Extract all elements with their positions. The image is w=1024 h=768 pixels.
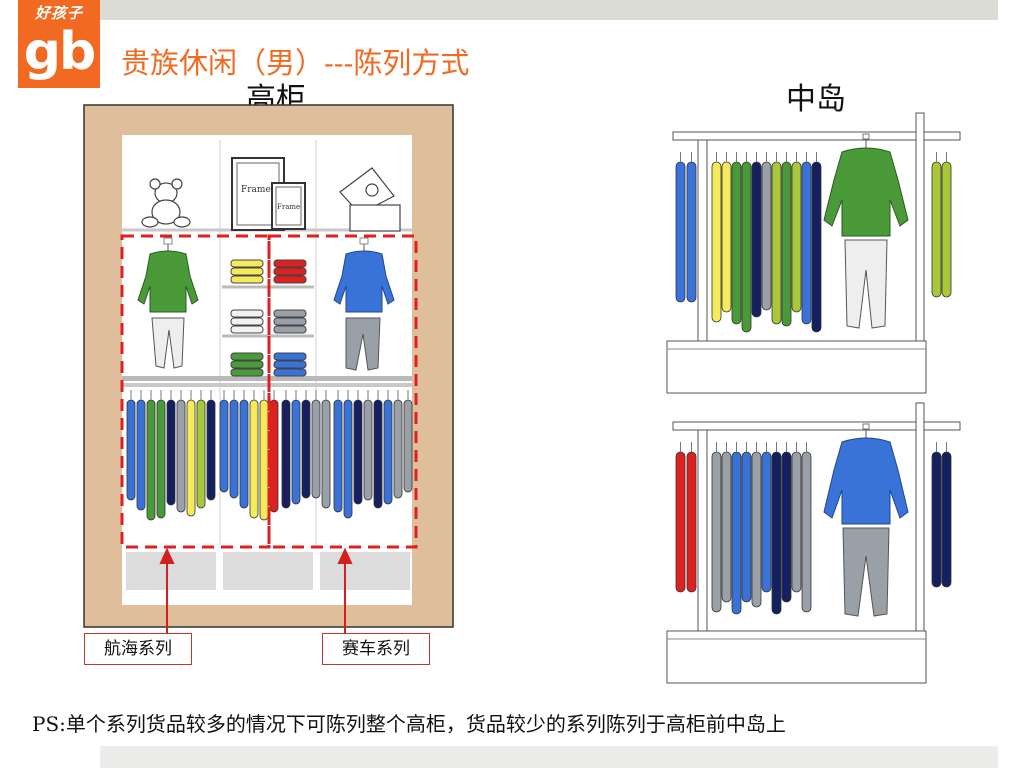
hanging-garment: [801, 451, 812, 613]
hanging-garment: [731, 161, 742, 325]
racing-series-label: 赛车系列: [322, 633, 430, 665]
hanging-garment: [711, 161, 722, 323]
frame-small-text: Frame: [277, 203, 300, 211]
hanging-garment: [781, 161, 792, 327]
hanging-garment: [239, 399, 249, 509]
hanging-garment: [761, 161, 772, 311]
decor-box-icon: [339, 167, 401, 232]
footnote-text: PS:单个系列货品较多的情况下可陈列整个高柜，货品较少的系列陈列于高柜前中岛上: [32, 712, 786, 736]
hanging-garment: [219, 399, 229, 493]
hanging-garment: [686, 161, 697, 303]
hanging-garment: [136, 399, 146, 511]
series-highlight-boxes: [120, 234, 418, 549]
island-1-outfit: [823, 140, 909, 329]
hanging-garment: [741, 161, 752, 333]
hanging-garment: [186, 399, 196, 517]
hanging-garment: [333, 399, 343, 513]
hanging-garment: [791, 161, 802, 313]
hanging-garment: [771, 451, 782, 615]
hanging-garment: [731, 451, 742, 615]
top-bar: [100, 0, 998, 20]
hanging-garment: [811, 161, 822, 333]
hanging-garment: [781, 451, 792, 603]
hanging-garment: [393, 399, 403, 499]
hanging-garment: [721, 161, 732, 313]
teddy-bear-icon: [141, 178, 191, 228]
hanging-garment: [353, 399, 363, 505]
arrow-icon: [159, 547, 353, 633]
hanging-garment: [741, 451, 752, 603]
hanging-garment: [301, 399, 311, 499]
outfit-right: [333, 237, 395, 371]
page-title: 贵族休闲（男）---陈列方式: [121, 46, 470, 80]
hanging-garment: [249, 399, 259, 519]
hanging-garment: [269, 399, 279, 513]
hanging-garment: [383, 399, 393, 505]
hanging-garment: [941, 451, 952, 588]
hanging-garment: [259, 399, 269, 521]
island-heading: 中岛: [786, 82, 846, 117]
hanging-garment: [721, 451, 732, 603]
hanging-garment: [343, 399, 353, 519]
hanging-garment: [321, 399, 331, 509]
folded-stacks: [230, 259, 307, 377]
hanging-garment: [146, 399, 156, 521]
hanging-garment: [281, 399, 291, 509]
hanging-garment: [291, 399, 301, 505]
hanging-garment: [373, 399, 383, 509]
hanging-garment: [156, 399, 166, 519]
hanging-garment: [941, 161, 952, 298]
island-2-hanging-garments: [675, 442, 952, 615]
frame-large-text: Frame: [241, 185, 271, 195]
hanging-garment: [761, 451, 772, 593]
island-1-hanging-garments: [675, 152, 952, 333]
hanging-garment: [206, 399, 216, 501]
island-fixture-2: [666, 402, 961, 684]
nautical-series-label: 航海系列: [84, 633, 192, 665]
island-fixture-1: [666, 112, 961, 394]
hanging-garment: [311, 399, 321, 499]
hanging-garment: [711, 451, 722, 613]
hanging-garment: [196, 399, 206, 509]
logo-brand-cn: 好孩子: [34, 4, 83, 22]
hanging-garment: [751, 451, 762, 608]
hanging-garment: [176, 399, 186, 513]
outfit-left: [137, 237, 199, 369]
island-2-outfit: [823, 430, 909, 617]
hanging-garment: [675, 161, 686, 303]
hanging-garment: [126, 399, 136, 501]
hanging-garment: [801, 161, 812, 325]
hanging-garment: [751, 161, 762, 318]
logo-brand-mark: gb: [23, 22, 96, 82]
hanging-garment: [771, 161, 782, 325]
hanging-garment: [675, 451, 686, 593]
photo-frame-icon: Frame Frame: [231, 157, 306, 231]
hanging-garment: [931, 451, 942, 588]
tall-cabinet-hanging-garments: [126, 390, 413, 521]
bottom-bar: [100, 746, 998, 768]
hanging-garment: [931, 161, 942, 298]
hanging-garment: [686, 451, 697, 593]
brand-logo: 好孩子 gb: [18, 0, 100, 88]
hanging-garment: [229, 399, 239, 499]
hanging-garment: [791, 451, 802, 593]
hanging-garment: [166, 399, 176, 506]
hanging-garment: [363, 399, 373, 501]
hanging-garment: [403, 399, 413, 493]
